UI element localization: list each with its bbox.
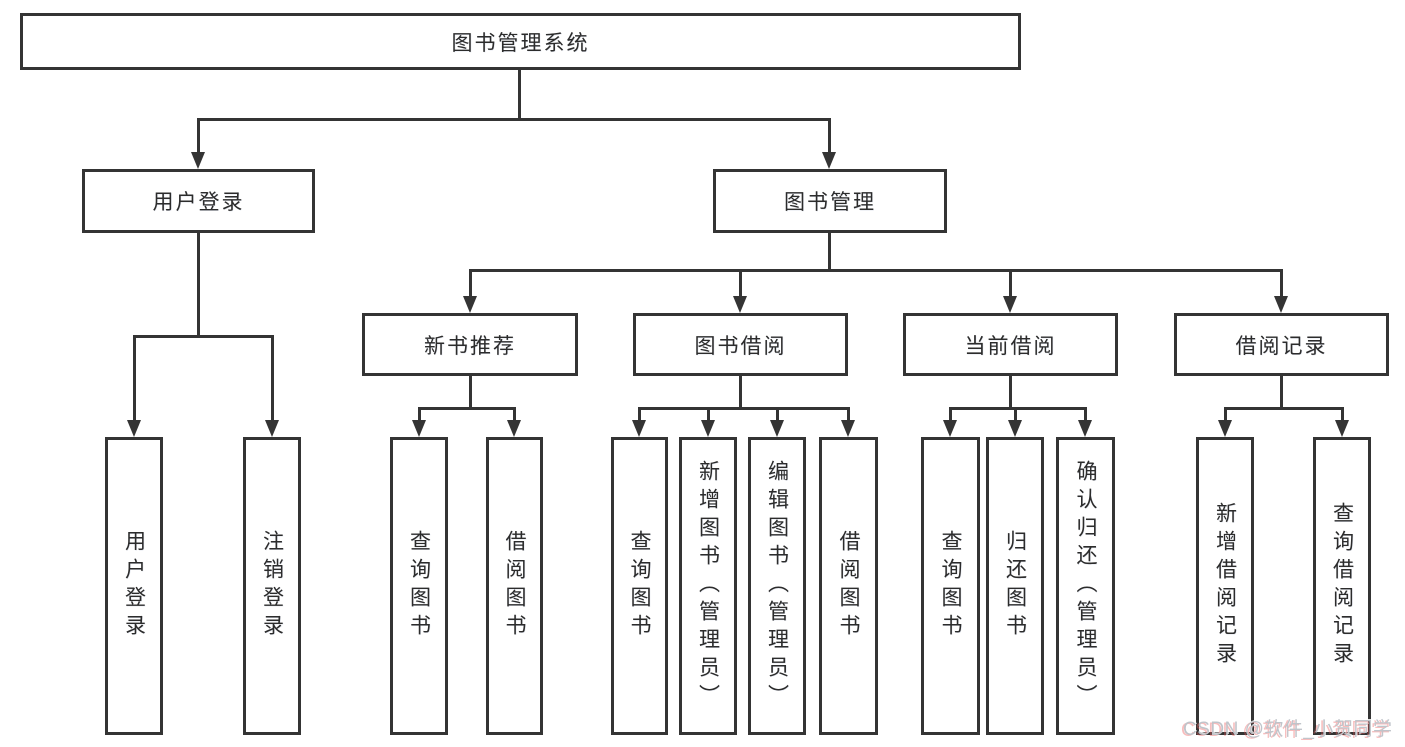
- connector-bookmgmt-drop3: [1009, 269, 1012, 297]
- connector-cb-split: [949, 407, 1087, 410]
- connector-bb-drop3: [776, 407, 779, 420]
- leaf-cb-query-books-label: 查询图书: [939, 530, 962, 642]
- arrow-to-book-borrow: [733, 296, 747, 313]
- leaf-br-query-record-label: 查询借阅记录: [1330, 502, 1354, 670]
- arrow-to-user-login: [191, 152, 205, 169]
- connector-bb-drop4: [847, 407, 850, 420]
- connector-root-left-drop: [197, 118, 200, 153]
- arrow-to-br-query: [1335, 420, 1349, 437]
- arrow-to-new-book-rec: [463, 296, 477, 313]
- leaf-user-login: 用户登录: [105, 437, 163, 735]
- connector-cb-drop2: [1014, 407, 1017, 420]
- arrow-to-cb-return: [1008, 420, 1022, 437]
- connector-root-right-drop: [828, 118, 831, 153]
- connector-bb-split: [638, 407, 850, 410]
- connector-rec-stem: [469, 376, 472, 407]
- connector-bb-drop1: [638, 407, 641, 420]
- node-book-mgmt: 图书管理: [713, 169, 947, 233]
- connector-br-stem: [1280, 376, 1283, 407]
- connector-br-drop1: [1224, 407, 1227, 420]
- node-root-label: 图书管理系统: [451, 31, 590, 55]
- leaf-bb-borrow-books-label: 借阅图书: [837, 530, 860, 642]
- node-book-mgmt-label: 图书管理: [784, 191, 876, 214]
- arrow-to-borrow-records: [1274, 296, 1288, 313]
- node-new-book-rec-label: 新书推荐: [424, 334, 516, 358]
- csdn-watermark: CSDN @软件_小贺同学: [1183, 719, 1393, 740]
- arrow-to-rec-query: [412, 420, 426, 437]
- connector-userlogin-stem: [197, 233, 200, 335]
- arrow-to-bb-edit: [770, 420, 784, 437]
- connector-cb-stem: [1009, 376, 1012, 407]
- node-current-borrow-label: 当前借阅: [964, 334, 1057, 358]
- leaf-bb-borrow-books: 借阅图书: [819, 437, 878, 735]
- arrow-to-bb-borrow: [841, 420, 855, 437]
- node-root: 图书管理系统: [20, 13, 1021, 70]
- arrow-to-bb-query: [632, 420, 646, 437]
- leaf-bb-edit-books-label: 编辑图书（管理员）: [765, 460, 789, 712]
- leaf-br-add-record: 新增借阅记录: [1196, 437, 1254, 735]
- node-user-login: 用户登录: [82, 169, 315, 233]
- connector-userlogin-drop1: [133, 335, 136, 420]
- arrow-to-rec-borrow: [507, 420, 521, 437]
- leaf-cb-return-books-label: 归还图书: [1003, 530, 1027, 642]
- node-book-borrow: 图书借阅: [633, 313, 848, 376]
- leaf-cb-confirm-return-label: 确认归还（管理员）: [1074, 460, 1097, 712]
- leaf-rec-borrow-books: 借阅图书: [486, 437, 543, 735]
- node-current-borrow: 当前借阅: [903, 313, 1118, 376]
- leaf-rec-query-books: 查询图书: [390, 437, 448, 735]
- leaf-cb-confirm-return: 确认归还（管理员）: [1056, 437, 1115, 735]
- arrow-to-bb-add: [701, 420, 715, 437]
- arrow-to-book-mgmt: [822, 152, 836, 169]
- connector-br-split: [1224, 407, 1344, 410]
- connector-rec-drop2: [513, 407, 516, 420]
- connector-cb-drop3: [1084, 407, 1087, 420]
- leaf-logout-label: 注销登录: [260, 530, 284, 642]
- arrow-to-br-add: [1218, 420, 1232, 437]
- connector-userlogin-split: [133, 335, 274, 338]
- leaf-rec-borrow-books-label: 借阅图书: [503, 530, 526, 642]
- leaf-cb-query-books: 查询图书: [921, 437, 980, 735]
- leaf-br-add-record-label: 新增借阅记录: [1213, 502, 1237, 670]
- arrow-to-cb-query: [943, 420, 957, 437]
- connector-rec-drop1: [418, 407, 421, 420]
- leaf-logout: 注销登录: [243, 437, 301, 735]
- connector-bookmgmt-stem: [828, 233, 831, 269]
- leaf-cb-return-books: 归还图书: [986, 437, 1044, 735]
- leaf-rec-query-books-label: 查询图书: [407, 530, 431, 642]
- leaf-bb-query-books-label: 查询图书: [628, 530, 651, 642]
- leaf-bb-add-books: 新增图书（管理员）: [679, 437, 737, 735]
- arrow-to-current-borrow: [1003, 296, 1017, 313]
- leaf-bb-query-books: 查询图书: [611, 437, 668, 735]
- connector-bookmgmt-drop1: [469, 269, 472, 297]
- node-new-book-rec: 新书推荐: [362, 313, 578, 376]
- arrow-to-leaf-logout: [265, 420, 279, 437]
- node-book-borrow-label: 图书借阅: [694, 334, 787, 358]
- connector-rec-split: [418, 407, 516, 410]
- connector-bb-drop2: [707, 407, 710, 420]
- connector-root-stem: [518, 68, 521, 120]
- connector-br-drop2: [1341, 407, 1344, 420]
- leaf-user-login-label: 用户登录: [122, 530, 146, 642]
- connector-cb-drop1: [949, 407, 952, 420]
- leaf-bb-edit-books: 编辑图书（管理员）: [748, 437, 806, 735]
- connector-bookmgmt-drop4: [1280, 269, 1283, 297]
- node-user-login-label: 用户登录: [152, 191, 245, 214]
- connector-userlogin-drop2: [271, 335, 274, 420]
- connector-bookmgmt-split: [469, 269, 1283, 272]
- connector-bookmgmt-drop2: [739, 269, 742, 297]
- node-borrow-records: 借阅记录: [1174, 313, 1389, 376]
- node-borrow-records-label: 借阅记录: [1235, 334, 1328, 358]
- arrow-to-cb-confirm: [1078, 420, 1092, 437]
- connector-bb-stem: [739, 376, 742, 407]
- leaf-br-query-record: 查询借阅记录: [1313, 437, 1371, 735]
- arrow-to-leaf-user-login: [127, 420, 141, 437]
- connector-root-split: [197, 118, 831, 121]
- leaf-bb-add-books-label: 新增图书（管理员）: [696, 460, 720, 712]
